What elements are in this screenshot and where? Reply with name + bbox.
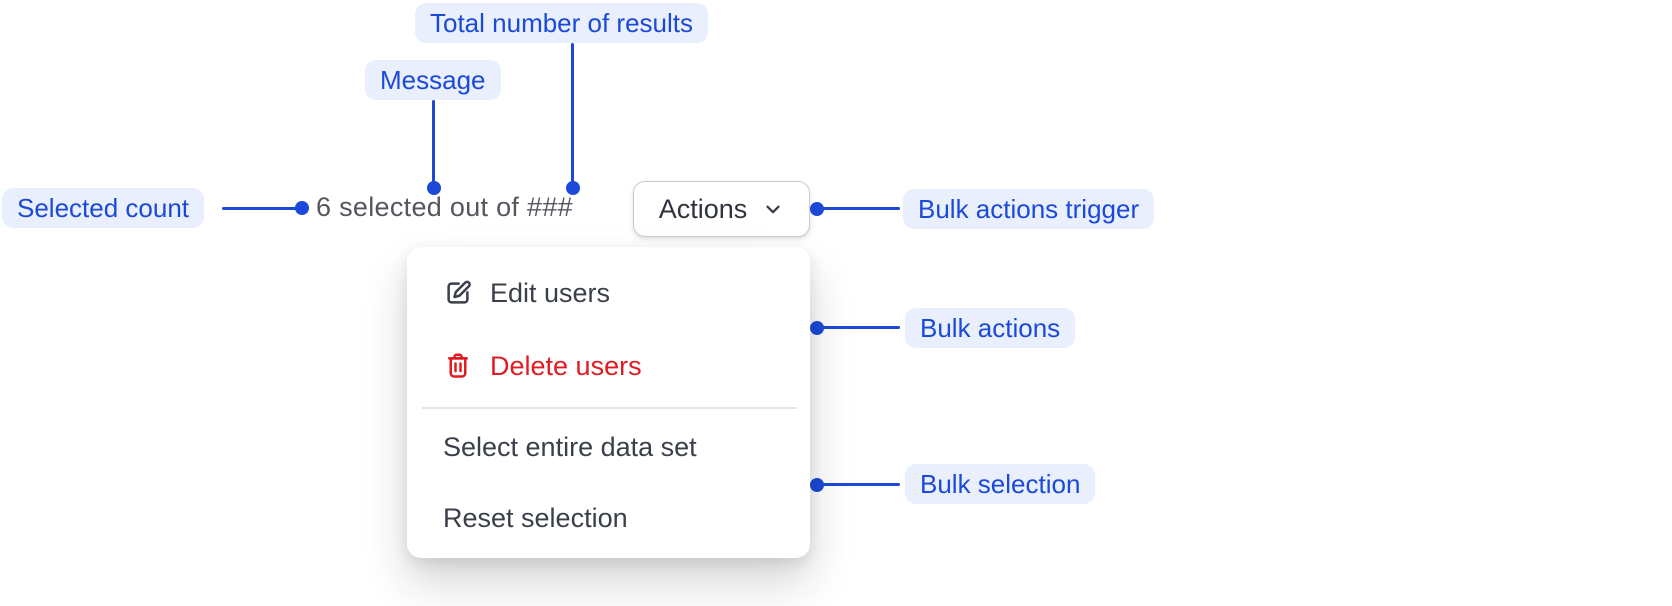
menu-item-edit-users[interactable]: Edit users <box>443 272 790 314</box>
bulk-actions-trigger-button[interactable]: Actions <box>633 181 810 237</box>
callout-selected-count: Selected count <box>2 188 205 228</box>
callout-bulk-actions: Bulk actions <box>905 308 1076 348</box>
menu-item-label: Select entire data set <box>443 431 697 462</box>
connector-dot-bulk-actions <box>810 321 824 335</box>
menu-item-label: Delete users <box>490 350 642 381</box>
menu-item-label: Reset selection <box>443 502 628 533</box>
bulk-actions-menu: Edit users Delete users Select entire da… <box>407 247 810 558</box>
menu-item-select-entire-data-set[interactable]: Select entire data set <box>443 426 790 468</box>
connector-dot-total-results <box>566 181 580 195</box>
callout-bulk-actions-trigger: Bulk actions trigger <box>903 189 1155 229</box>
callout-message: Message <box>365 60 501 100</box>
connector-line-bulk-actions-trigger <box>820 207 900 210</box>
connector-line-selected-count <box>222 207 298 210</box>
menu-item-delete-users[interactable]: Delete users <box>443 345 790 387</box>
trash-icon <box>443 351 473 381</box>
selected-count-message: 6 selected out of ### <box>316 192 573 222</box>
callout-total-number-of-results: Total number of results <box>415 3 709 43</box>
menu-divider <box>422 407 797 409</box>
connector-line-bulk-actions <box>820 326 900 329</box>
connector-line-total-results <box>571 43 574 183</box>
connector-line-bulk-selection <box>820 483 900 486</box>
actions-button-label: Actions <box>658 193 748 224</box>
connector-line-message <box>432 100 435 183</box>
menu-item-label: Edit users <box>490 277 611 308</box>
callout-bulk-selection: Bulk selection <box>905 464 1096 504</box>
connector-dot-selected-count <box>295 201 309 215</box>
edit-icon <box>443 278 473 308</box>
connector-dot-bulk-actions-trigger <box>810 202 824 216</box>
connector-dot-message <box>427 181 441 195</box>
connector-dot-bulk-selection <box>810 478 824 492</box>
chevron-down-icon <box>762 198 784 220</box>
menu-item-reset-selection[interactable]: Reset selection <box>443 497 790 539</box>
